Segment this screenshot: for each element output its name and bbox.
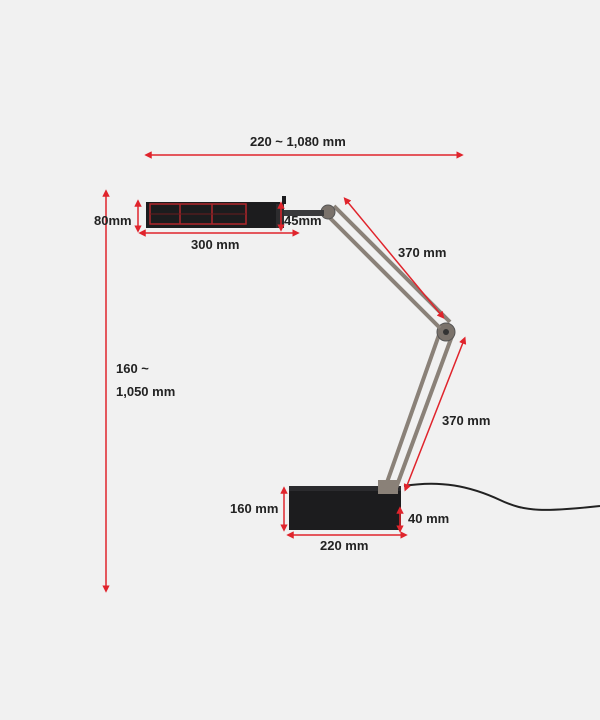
head-length-label: 300 mm bbox=[191, 237, 240, 252]
base-width-label: 220 mm bbox=[320, 538, 369, 553]
lamp-base bbox=[289, 480, 401, 530]
lower-arm-dimension-line bbox=[403, 336, 467, 492]
lower-arm bbox=[383, 331, 454, 489]
upper-arm-dimension-line bbox=[343, 197, 445, 319]
upper-arm-label: 370 mm bbox=[398, 245, 447, 260]
dimension-lines bbox=[102, 151, 467, 593]
lower-arm-label: 370 mm bbox=[442, 413, 491, 428]
power-cable bbox=[403, 482, 600, 511]
head-neck-label: 45mm bbox=[284, 213, 322, 228]
base-height-label: 40 mm bbox=[408, 511, 450, 526]
head-height-label: 80mm bbox=[94, 213, 132, 228]
base-depth-label: 160 mm bbox=[230, 501, 279, 516]
lamp-head bbox=[146, 196, 324, 228]
height-range-label-line2: 1,050 mm bbox=[116, 384, 176, 399]
height-range-label-line1: 160 ~ bbox=[116, 361, 149, 376]
reach-width-label: 220 ~ 1,080 mm bbox=[250, 134, 346, 149]
upper-arm bbox=[324, 204, 452, 330]
